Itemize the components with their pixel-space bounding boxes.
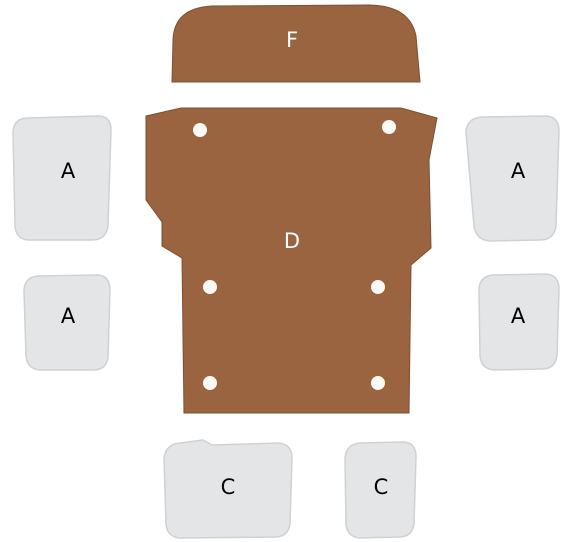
seat-base-shape (146, 108, 437, 413)
seat-base-panel: D (146, 108, 437, 413)
cushion-bottom-right: C (345, 442, 416, 538)
cushion-label: A (61, 159, 76, 183)
backrest-panel: F (172, 5, 420, 82)
cushion-mid-left: A (24, 275, 110, 370)
mounting-hole (203, 376, 217, 390)
mounting-hole (382, 120, 396, 134)
cushion-top-right: A (466, 116, 559, 241)
mounting-hole (193, 123, 207, 137)
backrest-label: F (286, 28, 298, 52)
mounting-hole (203, 280, 217, 294)
cushion-label: A (61, 304, 76, 328)
cushion-label: A (511, 304, 526, 328)
cushion-label: A (511, 159, 526, 183)
mounting-hole (371, 376, 385, 390)
cushion-label: C (374, 475, 389, 499)
mounting-hole (371, 280, 385, 294)
cushion-label: C (221, 475, 236, 499)
cushion-bottom-left: C (164, 440, 292, 538)
seat-base-label: D (284, 229, 300, 253)
cushion-mid-right: A (479, 274, 559, 370)
cushion-top-left: A (13, 116, 111, 240)
